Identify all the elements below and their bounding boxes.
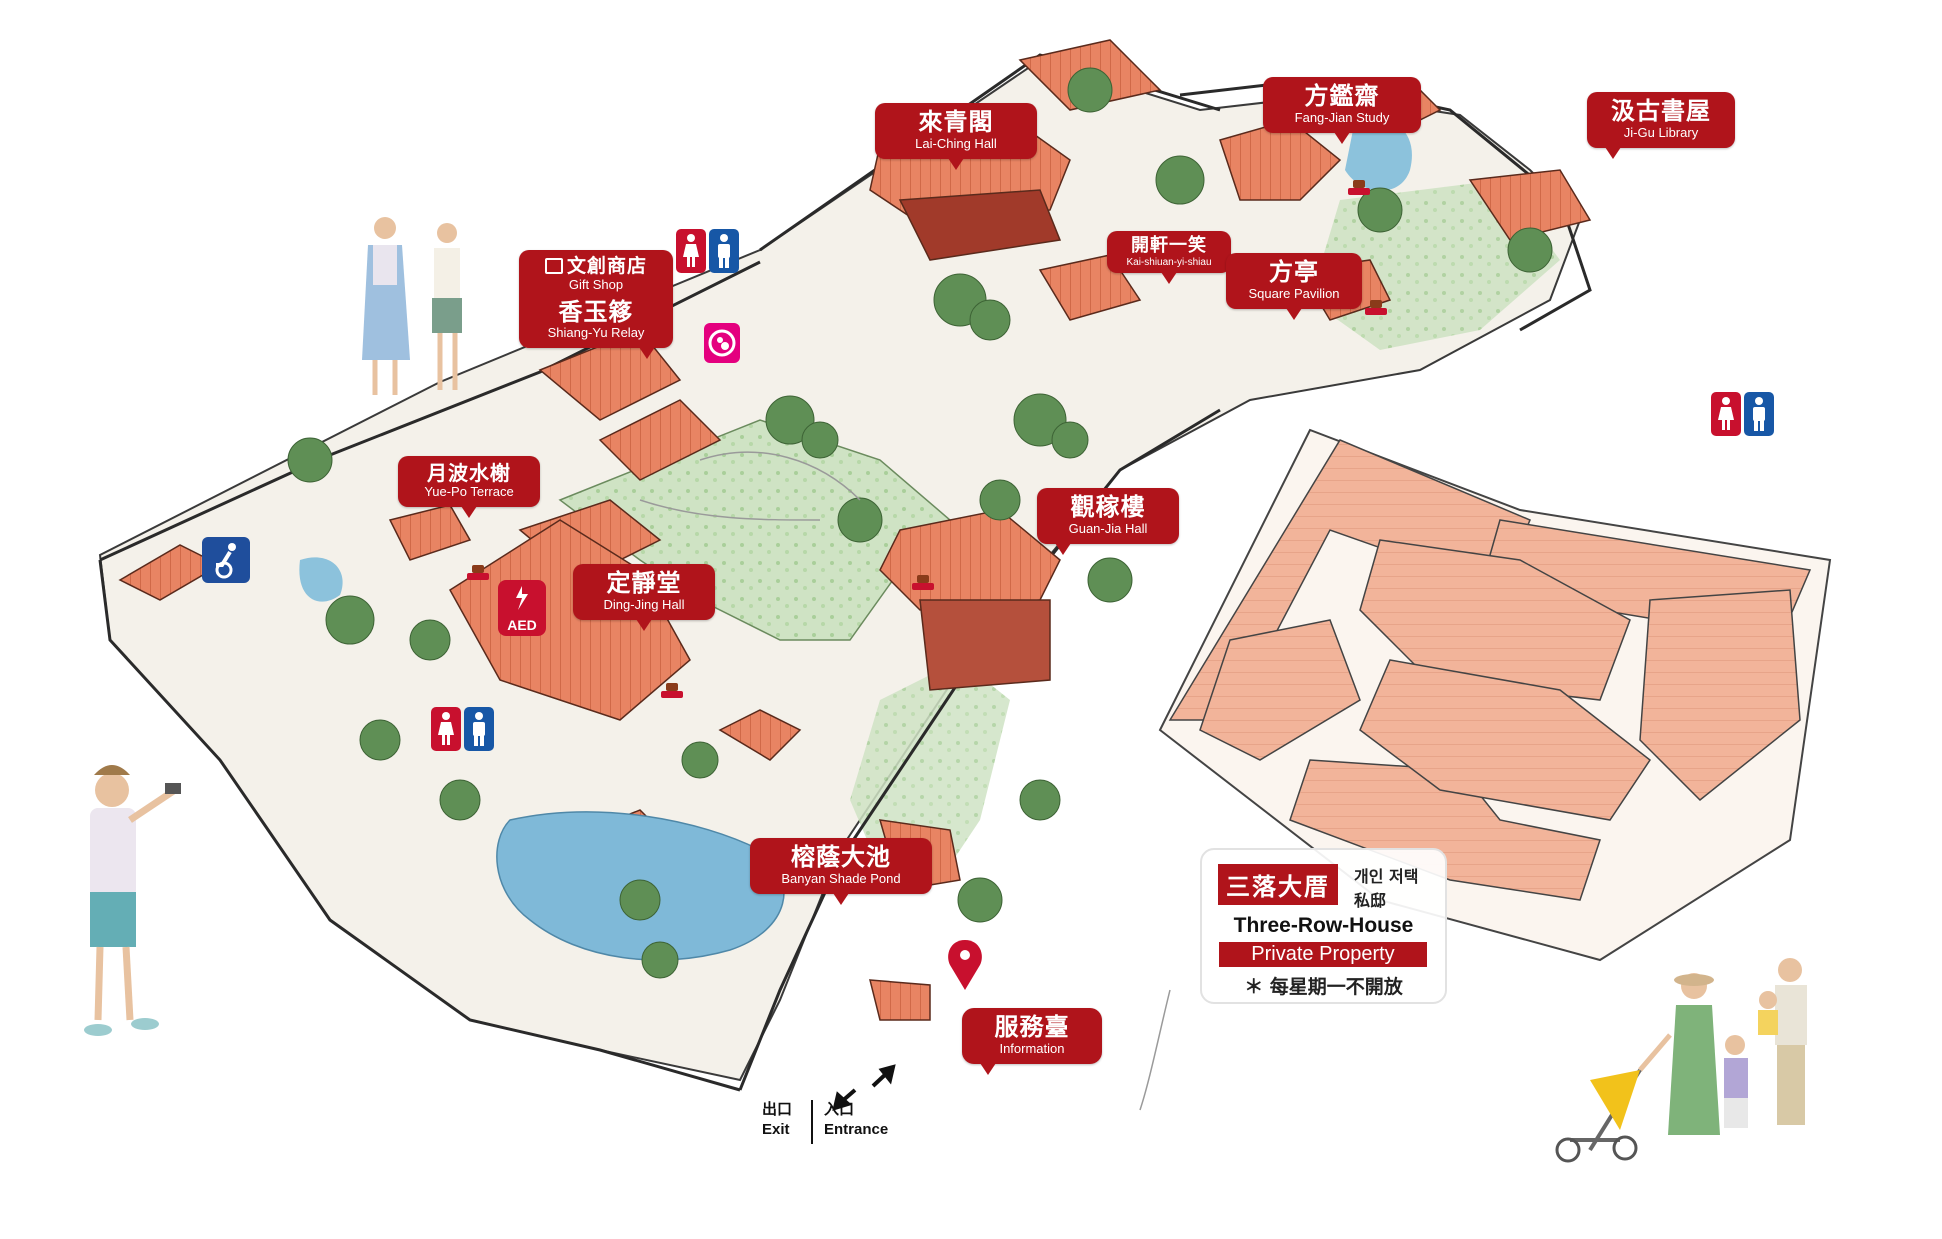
entrance-en: Entrance (824, 1121, 889, 1138)
visitors-family (1555, 958, 1807, 1163)
women-restroom-icon (431, 707, 461, 751)
entrance-zh: 入口 (824, 1101, 855, 1118)
label-square-pavilion[interactable]: 方亭 Square Pavilion (1226, 253, 1362, 319)
stamp-icon (1348, 180, 1370, 195)
label-zh: 定靜堂 (606, 569, 682, 597)
shiang-yu-en: Shiang-Yu Relay (547, 325, 645, 341)
men-restroom-icon (709, 229, 739, 273)
visitors-left (362, 217, 462, 395)
label-zh: 文創商店 (531, 255, 661, 278)
closed-monday-note: ＊ 每星期一不開放 (1244, 976, 1403, 998)
stamp-icons (467, 180, 1387, 698)
exit-en: Exit (762, 1121, 790, 1138)
label-guan-jia-hall[interactable]: 觀稼樓 Guan-Jia Hall (1037, 488, 1179, 554)
entrance-arrows-icon (832, 1064, 896, 1111)
trees (287, 67, 1553, 979)
nursing-room-icon[interactable] (704, 323, 740, 363)
label-en: Gift Shop (568, 276, 624, 292)
gift-shop-zh: 文創商店 (566, 255, 647, 277)
label-information[interactable]: 服務臺 Information (962, 1008, 1102, 1074)
label-ji-gu-library[interactable]: 汲古書屋 Ji-Gu Library (1587, 92, 1735, 158)
label-en: Yue-Po Terrace (424, 484, 514, 499)
label-zh: 月波水榭 (427, 461, 511, 485)
label-lai-ching-hall[interactable]: 來青閣 Lai-Ching Hall (875, 103, 1037, 169)
label-zh: 觀稼樓 (1070, 493, 1146, 521)
label-en: Kai-shiuan-yi-shiau (1126, 256, 1212, 268)
label-zh: 方鑑齋 (1304, 82, 1380, 110)
exit-entrance-divider (811, 1100, 813, 1144)
label-en: Lai-Ching Hall (915, 135, 997, 151)
three-row-zh-private: 私邸 (1354, 891, 1387, 910)
visitor-photographer (84, 765, 181, 1036)
label-en: Ding-Jing Hall (603, 596, 685, 612)
three-row-ko: 개인 저택 (1354, 867, 1419, 886)
women-restroom-icon (1711, 392, 1741, 436)
men-restroom-icon (464, 707, 494, 751)
label-gift-shop[interactable]: 文創商店 Gift Shop 香玉簃 Shiang-Yu Relay (519, 250, 673, 360)
label-en: Fang-Jian Study (1294, 109, 1390, 125)
label-zh: 開軒一笑 (1131, 235, 1207, 256)
paths (639, 451, 1171, 1111)
stamp-icon (1365, 300, 1387, 315)
label-fang-jian-study[interactable]: 方鑑齋 Fang-Jian Study (1263, 77, 1421, 143)
label-kai-shiuan-yi-shiau[interactable]: 開軒一笑 Kai-shiuan-yi-shiau (1107, 231, 1231, 285)
stamp-icon (661, 683, 683, 698)
private-property-badge: Private Property (1219, 942, 1427, 967)
restroom-icon[interactable] (431, 707, 494, 751)
label-zh: 來青閣 (918, 108, 994, 136)
label-zh: 榕蔭大池 (791, 843, 891, 871)
three-row-house-panel: 三落大厝 개인 저택 私邸 Three-Row-House Private Pr… (1200, 848, 1447, 1004)
entrance-label[interactable]: 入口 Entrance (824, 1098, 888, 1138)
women-restroom-icon (676, 229, 706, 273)
restroom-icon[interactable] (676, 229, 739, 273)
men-restroom-icon (1744, 392, 1774, 436)
accessible-restroom-icon[interactable] (202, 537, 250, 583)
aed-label: AED (507, 617, 537, 633)
three-row-zh: 三落大厝 (1218, 864, 1338, 905)
location-pin-icon (948, 940, 982, 990)
label-zh: 方亭 (1269, 258, 1319, 286)
label-en: Guan-Jia Hall (1068, 520, 1148, 536)
label-en: Ji-Gu Library (1623, 124, 1699, 140)
gift-icon (544, 258, 563, 274)
stamp-icon (467, 565, 489, 580)
label-ding-jing-hall[interactable]: 定靜堂 Ding-Jing Hall (573, 564, 715, 630)
restroom-icon[interactable] (1711, 392, 1774, 436)
three-row-en: Three-Row-House (1233, 914, 1414, 937)
label-en: Square Pavilion (1248, 285, 1340, 301)
label-en: Banyan Shade Pond (781, 870, 901, 886)
three-row-house-building (1158, 428, 1832, 962)
exit-label[interactable]: 出口 Exit (762, 1098, 792, 1138)
label-yue-po-terrace[interactable]: 月波水榭 Yue-Po Terrace (398, 456, 540, 518)
shiang-yu-zh: 香玉簃 (558, 297, 634, 326)
label-banyan-shade-pond[interactable]: 榕蔭大池 Banyan Shade Pond (750, 838, 932, 904)
exit-zh: 出口 (762, 1101, 793, 1118)
label-zh: 服務臺 (994, 1013, 1070, 1041)
label-zh: 汲古書屋 (1611, 97, 1711, 125)
aed-icon[interactable]: AED (498, 580, 546, 636)
label-en: Information (999, 1040, 1065, 1056)
stamp-icon (912, 575, 934, 590)
